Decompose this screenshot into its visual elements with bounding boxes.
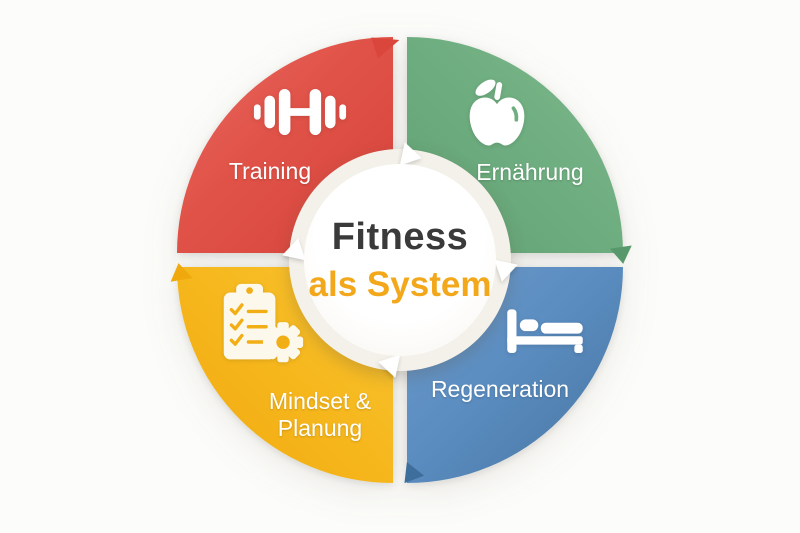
title-line1: Fitness (331, 215, 469, 258)
segment-label-ernaehrung: Ernährung (476, 159, 584, 185)
segment-label-mindset-planung: Mindset & Planung (268, 388, 372, 441)
bed-icon (503, 306, 587, 363)
apple-icon (464, 77, 530, 156)
arrow-ernaehrung-to-regeneration-icon (609, 245, 635, 266)
arrow-training-to-ernaehrung-icon (371, 29, 403, 59)
center-title: Fitness als System (304, 164, 496, 356)
clipboard-gear-icon (216, 281, 308, 374)
title-line2: als System (308, 264, 492, 304)
segment-label-training: Training (228, 158, 312, 184)
fitness-cycle-diagram: Fitness als System (167, 29, 635, 490)
dumbbell-icon (252, 83, 348, 146)
segment-label-regeneration: Regeneration (430, 376, 570, 402)
